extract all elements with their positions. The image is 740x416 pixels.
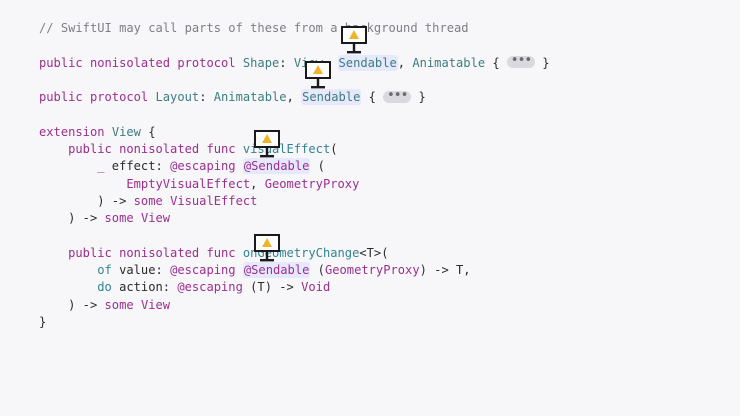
code-token: [236, 263, 243, 277]
code-token: (T) ->: [242, 280, 302, 295]
background-thread-warning-icon: [254, 234, 280, 262]
code-token: {: [140, 124, 156, 139]
code-line: ) -> some View: [39, 210, 729, 227]
collapsed-body-ellipsis[interactable]: •••: [507, 54, 535, 69]
code-token: GeometryProxy: [264, 176, 360, 191]
code-token: <T>(: [359, 245, 389, 260]
code-line: of value: @escaping @Sendable (GeometryP…: [39, 262, 729, 279]
code-token: Animatable: [412, 55, 486, 70]
code-token: ,: [286, 90, 302, 105]
code-line: [39, 228, 729, 245]
code-line: // SwiftUI may call parts of these from …: [39, 20, 729, 37]
code-token: [163, 194, 170, 208]
code-token: (: [330, 142, 338, 157]
code-token: [134, 298, 141, 312]
code-token: [39, 159, 97, 173]
background-thread-warning-icon-svg: [254, 130, 280, 158]
code-token: value:: [111, 263, 171, 278]
code-line: public nonisolated func visualEffect(: [39, 141, 729, 158]
code-line: [39, 37, 729, 54]
code-line: public nonisolated func onGeometryChange…: [39, 245, 729, 262]
code-token: [134, 211, 141, 225]
code-token: // SwiftUI may call parts of these from …: [39, 21, 469, 35]
background-thread-warning-icon: [305, 61, 331, 89]
code-token: (: [310, 263, 325, 278]
code-line: public nonisolated protocol Shape: View,…: [39, 54, 729, 72]
code-token: }: [39, 315, 47, 330]
code-token: ) ->: [39, 297, 105, 312]
code-token: ) -> T,: [419, 263, 471, 278]
sendable-highlight-token: @Sendable: [242, 262, 311, 279]
code-line: public protocol Layout: Animatable, Send…: [39, 89, 729, 106]
code-line: }: [39, 314, 729, 331]
code-token: extension: [39, 124, 112, 139]
code-token: [39, 263, 97, 277]
code-token: action:: [111, 280, 178, 295]
code-token: public nonisolated protocol: [39, 55, 243, 70]
background-thread-warning-icon-svg: [254, 234, 280, 262]
code-line: ) -> some View: [39, 297, 729, 314]
code-token: @escaping: [177, 280, 243, 295]
code-token: some: [104, 211, 134, 226]
code-token: of: [97, 263, 112, 278]
code-token: [39, 177, 126, 191]
code-line: [39, 72, 729, 89]
code-token: do: [97, 280, 112, 295]
code-token: ) ->: [39, 193, 134, 208]
code-token: public nonisolated func: [39, 245, 243, 260]
code-token: @escaping: [170, 263, 236, 278]
code-token: Void: [301, 280, 331, 295]
sendable-highlight-token: Sendable: [337, 54, 398, 71]
background-thread-warning-icon: [341, 26, 367, 54]
code-token: }: [411, 90, 426, 105]
code-token: {: [361, 90, 384, 105]
code-token: View: [140, 297, 171, 312]
code-token: some: [133, 193, 163, 208]
code-token: GeometryProxy: [324, 263, 420, 278]
code-token: Animatable: [213, 90, 287, 105]
code-token: }: [535, 55, 550, 70]
background-thread-warning-icon: [254, 130, 280, 158]
code-listing: // SwiftUI may call parts of these from …: [39, 20, 729, 331]
code-line: EmptyVisualEffect, GeometryProxy: [39, 176, 729, 193]
code-token: @escaping: [170, 159, 236, 174]
code-line: do action: @escaping (T) -> Void: [39, 279, 729, 296]
code-token: Shape: [242, 55, 280, 70]
code-token: {: [485, 55, 507, 70]
code-token: View: [140, 211, 171, 226]
code-token: :: [199, 90, 214, 105]
code-token: VisualEffect: [170, 193, 258, 208]
sendable-highlight-token: Sendable: [301, 89, 362, 106]
collapsed-body-ellipsis[interactable]: •••: [383, 89, 412, 103]
code-line: _ effect: @escaping @Sendable (: [39, 158, 729, 175]
code-token: ,: [250, 176, 265, 191]
code-token: (: [310, 159, 325, 174]
code-line: extension View {: [39, 124, 729, 141]
background-thread-warning-icon-svg: [305, 61, 331, 89]
code-token: Layout: [155, 90, 200, 105]
code-token: some: [104, 297, 134, 312]
code-line: [39, 106, 729, 123]
sendable-highlight-token: @Sendable: [242, 158, 311, 175]
code-token: ) ->: [39, 211, 105, 226]
background-thread-warning-icon-svg: [341, 26, 367, 54]
code-token: _: [97, 159, 105, 174]
code-token: :: [279, 55, 294, 70]
code-token: public protocol: [39, 90, 156, 105]
code-token: ,: [397, 55, 413, 70]
code-token: [39, 280, 97, 294]
code-token: EmptyVisualEffect: [126, 176, 251, 191]
code-token: public nonisolated func: [39, 142, 243, 157]
code-line: ) -> some VisualEffect: [39, 193, 729, 210]
code-token: effect:: [104, 159, 171, 174]
code-token: View: [111, 124, 141, 139]
code-token: [236, 159, 243, 173]
